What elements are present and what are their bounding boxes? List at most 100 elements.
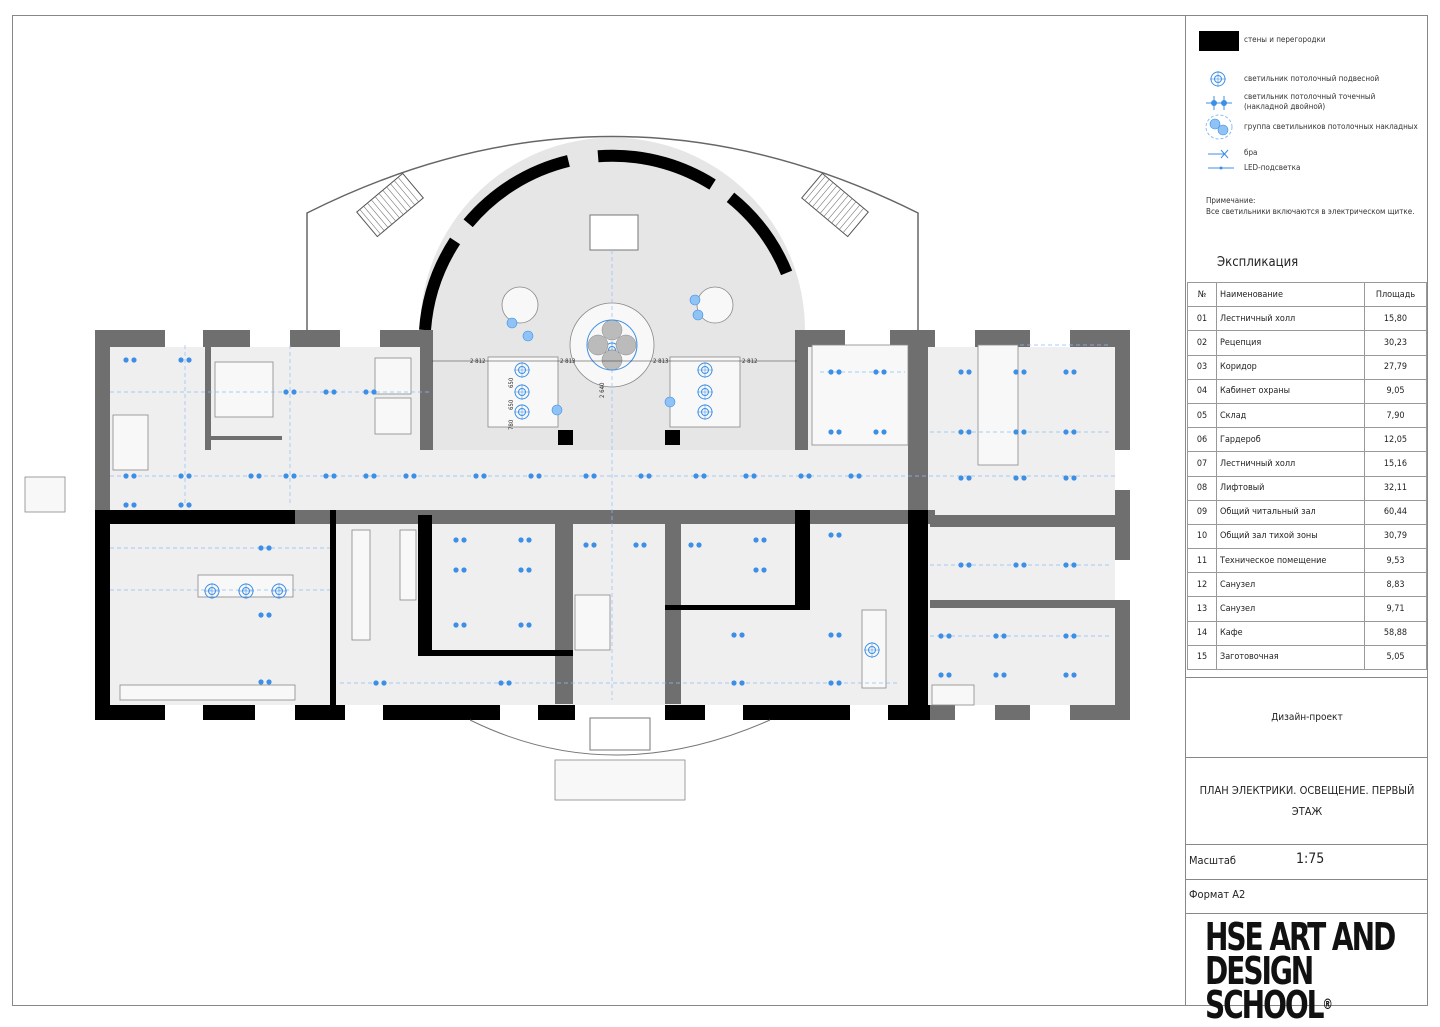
double-spot-light-icon [258, 679, 272, 685]
light-group-icon [506, 317, 518, 329]
format-row: Формат А2 [1186, 879, 1428, 913]
room-name: Рецепция [1216, 330, 1365, 356]
dim-label: 650 [508, 399, 515, 410]
double-spot-light-icon [258, 545, 272, 551]
pendant-light-icon [697, 404, 713, 420]
double-spot-light-icon [1013, 429, 1027, 435]
note-text: Все светильники включаются в электрическ… [1206, 207, 1415, 216]
pendant-light-icon [514, 384, 530, 400]
pendant-light-icon [697, 362, 713, 378]
double-spot-light-icon [283, 473, 297, 479]
room-number: 04 [1187, 378, 1217, 404]
room-number: 06 [1187, 427, 1217, 453]
light-group-icon [664, 396, 676, 408]
room-area: 58,88 [1364, 620, 1427, 646]
dim-label: 2 812 [742, 358, 757, 365]
double-spot-light-icon [1063, 633, 1077, 639]
entrance-top [589, 214, 639, 251]
led-strip-icon [1208, 166, 1234, 170]
double-spot-light-icon [363, 389, 377, 395]
room-name: Склад [1216, 402, 1365, 429]
double-spot-light-icon [323, 473, 337, 479]
double-spot-light-icon [1206, 96, 1232, 110]
double-spot-light-icon [528, 473, 542, 479]
pendant-light-icon [204, 583, 220, 599]
legend-label: стены и перегородки [1244, 35, 1326, 44]
double-spot-light-icon [453, 537, 467, 543]
double-spot-light-icon [938, 672, 952, 678]
room-name: Лифтовый [1216, 475, 1365, 501]
format-label: Формат А2 [1189, 888, 1246, 901]
double-spot-light-icon [958, 429, 972, 435]
light-group-icon [1205, 114, 1233, 140]
double-spot-light-icon [258, 612, 272, 618]
pendant-light-icon [1210, 71, 1226, 87]
room-area: 8,83 [1364, 572, 1427, 598]
double-spot-light-icon [731, 632, 745, 638]
pendant-light-icon [514, 362, 530, 378]
double-spot-light-icon [518, 537, 532, 543]
light-group-icon [689, 294, 701, 306]
double-spot-light-icon [743, 473, 757, 479]
double-spot-light-icon [958, 369, 972, 375]
double-spot-light-icon [1063, 475, 1077, 481]
double-spot-light-icon [473, 473, 487, 479]
double-spot-light-icon [518, 622, 532, 628]
pendant-light-icon [697, 384, 713, 400]
double-spot-light-icon [1063, 562, 1077, 568]
side-panel: стены и перегородки светильник потолочны… [1185, 15, 1428, 1006]
double-spot-light-icon [373, 680, 387, 686]
room-area: 9,53 [1364, 548, 1427, 574]
room-name: Заготовочная [1216, 644, 1365, 671]
double-spot-light-icon [828, 369, 842, 375]
room-name: Санузел [1216, 596, 1365, 622]
double-spot-light-icon [828, 532, 842, 538]
furniture [24, 286, 1019, 801]
room-area: 15,80 [1364, 306, 1427, 332]
light-group-icon [522, 330, 534, 342]
double-spot-light-icon [873, 429, 887, 435]
room-area: 15,16 [1364, 451, 1427, 477]
dim-label: 650 [508, 377, 515, 388]
double-spot-light-icon [453, 622, 467, 628]
room-name: Кафе [1216, 620, 1365, 646]
dim-label: 780 [508, 419, 515, 430]
double-spot-light-icon [1013, 562, 1027, 568]
table-header-row: № Наименование Площадь [1187, 281, 1427, 308]
double-spot-light-icon [1013, 369, 1027, 375]
room-number: 13 [1187, 596, 1217, 622]
light-group-icon [692, 309, 704, 321]
double-spot-light-icon [178, 473, 192, 479]
double-spot-light-icon [958, 562, 972, 568]
room-number: 11 [1187, 548, 1217, 574]
double-spot-light-icon [993, 633, 1007, 639]
room-number: 12 [1187, 572, 1217, 598]
double-spot-light-icon [498, 680, 512, 686]
logo-row [1186, 913, 1428, 1006]
legend-label: светильник потолочный точечный (накладно… [1244, 92, 1376, 111]
double-spot-light-icon [123, 357, 137, 363]
double-spot-light-icon [123, 473, 137, 479]
room-name: Техническое помещение [1216, 548, 1365, 574]
double-spot-light-icon [248, 473, 262, 479]
legend-label: LED-подсветка [1244, 163, 1301, 172]
room-number: 03 [1187, 354, 1217, 380]
scale-value: 1:75 [1296, 851, 1325, 867]
double-spot-light-icon [1063, 369, 1077, 375]
stair-right-outer [801, 172, 869, 238]
room-area: 12,05 [1364, 427, 1427, 453]
room-number: 02 [1187, 330, 1217, 356]
light-group-icon [551, 404, 563, 416]
double-spot-light-icon [798, 473, 812, 479]
room-number: 01 [1187, 306, 1217, 332]
double-spot-light-icon [1063, 672, 1077, 678]
room-area: 7,90 [1364, 402, 1427, 429]
